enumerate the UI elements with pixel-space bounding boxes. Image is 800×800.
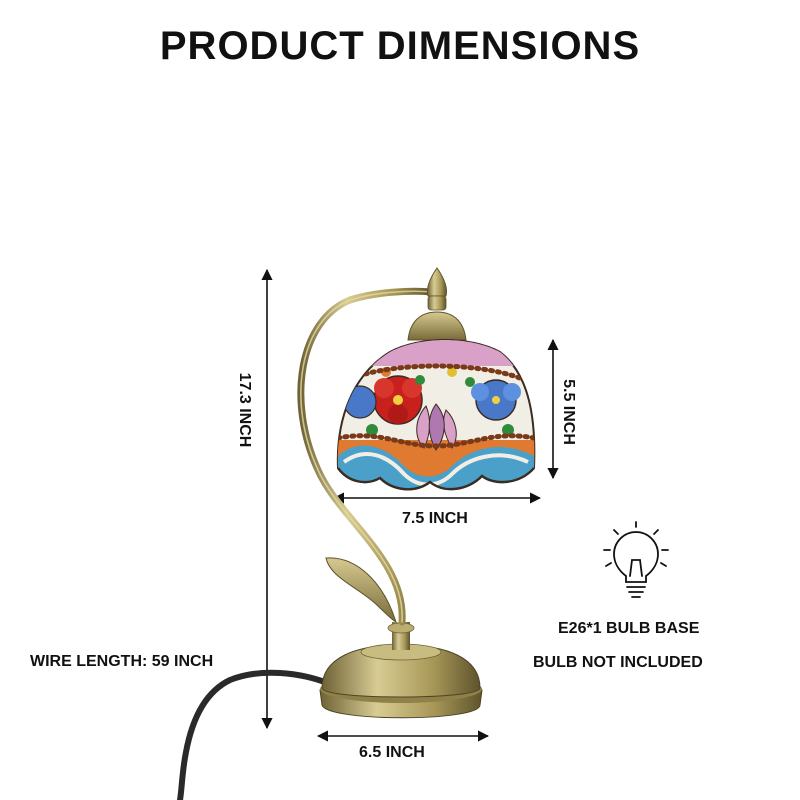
shade-height-label: 5.5 INCH <box>560 379 577 445</box>
lamp-finial <box>407 267 467 341</box>
total-height-label: 17.3 INCH <box>236 372 253 448</box>
page-title: PRODUCT DIMENSIONS <box>159 24 641 68</box>
power-cord <box>177 669 333 800</box>
lamp-base <box>319 622 483 719</box>
wire-length-label: WIRE LENGTH: 59 INCH <box>30 653 214 670</box>
shade-width-label: 7.5 INCH <box>402 510 468 527</box>
stained-glass-shade <box>336 339 536 491</box>
bulb-base-label: E26*1 BULB BASE <box>558 620 700 637</box>
base-width-label: 6.5 INCH <box>359 744 425 761</box>
light-bulb-icon <box>603 521 669 598</box>
leaf-ornament <box>325 557 397 623</box>
bulb-note-label: BULB NOT INCLUDED <box>533 654 703 671</box>
